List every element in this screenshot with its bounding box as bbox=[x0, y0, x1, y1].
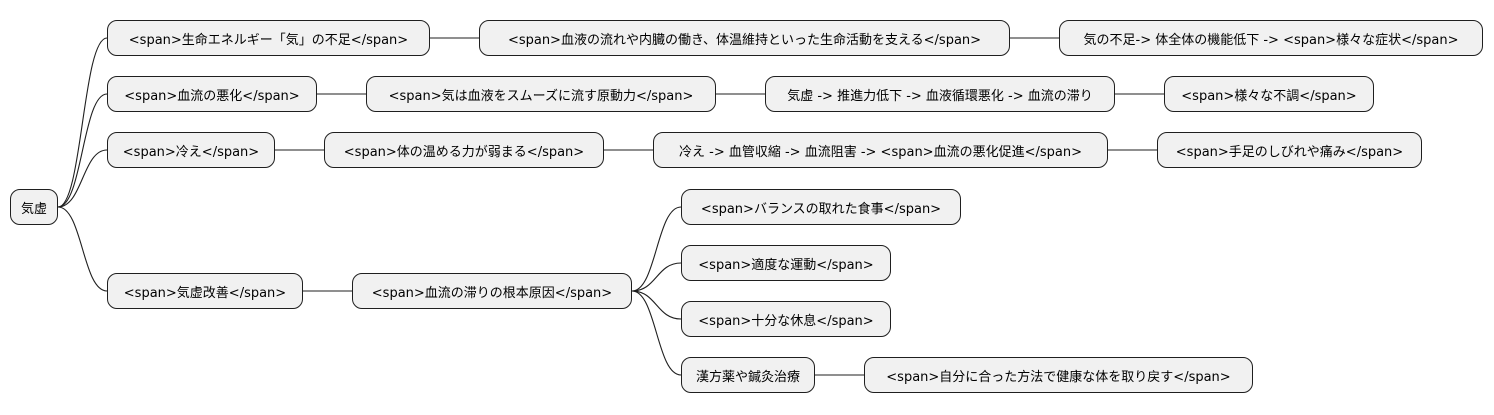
connector-root-b1 bbox=[57, 37, 108, 208]
node-blood-flow: <span>血流の悪化</span> bbox=[107, 76, 317, 112]
node-kampo: 漢方薬や鍼灸治療 bbox=[681, 357, 815, 393]
connector-b4a-b4a4 bbox=[631, 290, 682, 376]
connector-b4a-b4a1 bbox=[631, 206, 682, 292]
node-diet: <span>バランスの取れた食事</span> bbox=[681, 189, 961, 225]
node-vaso: 冷え -> 血管収縮 -> 血流阻害 -> <span>血流の悪化促進</spa… bbox=[653, 132, 1108, 168]
node-rest: <span>十分な休息</span> bbox=[681, 301, 891, 337]
node-ki-driver: <span>気は血液をスムーズに流す原動力</span> bbox=[366, 76, 716, 112]
node-circulation: 気虚 -> 推進力低下 -> 血液循環悪化 -> 血流の滞り bbox=[765, 76, 1115, 112]
connector-root-b2 bbox=[57, 93, 108, 208]
connector-b4a-b4a2 bbox=[631, 262, 682, 292]
node-cold: <span>冷え</span> bbox=[107, 132, 275, 168]
node-recovery: <span>自分に合った方法で健康な体を取り戻す</span> bbox=[864, 357, 1253, 393]
connector-root-b4 bbox=[57, 206, 108, 292]
node-exercise: <span>適度な運動</span> bbox=[681, 245, 891, 281]
connector-root-b3 bbox=[57, 149, 108, 208]
node-root: 気虚 bbox=[10, 189, 58, 225]
node-root-cause: <span>血流の滞りの根本原因</span> bbox=[352, 273, 632, 309]
node-improve: <span>気虚改善</span> bbox=[107, 273, 303, 309]
node-numbness: <span>手足のしびれや痛み</span> bbox=[1157, 132, 1422, 168]
node-warming: <span>体の温める力が弱まる</span> bbox=[324, 132, 604, 168]
node-ki-symptoms: 気の不足-> 体全体の機能低下 -> <span>様々な症状</span> bbox=[1059, 20, 1483, 56]
node-ki-shortage: <span>生命エネルギー「気」の不足</span> bbox=[107, 20, 430, 56]
node-disorders: <span>様々な不調</span> bbox=[1164, 76, 1374, 112]
connector-b4a-b4a3 bbox=[631, 290, 682, 320]
node-ki-role: <span>血液の流れや内臓の働き、体温維持といった生命活動を支える</span… bbox=[479, 20, 1010, 56]
